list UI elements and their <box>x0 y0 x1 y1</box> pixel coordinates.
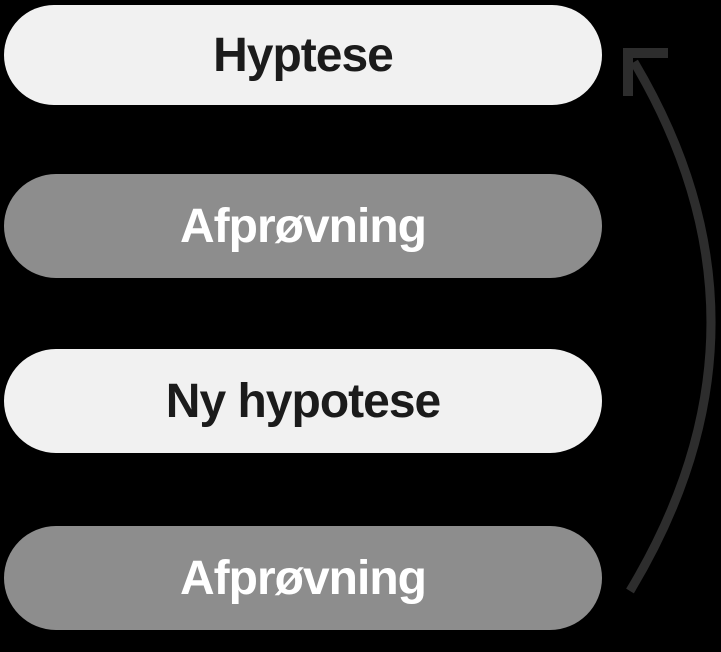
arrow-head <box>623 48 668 96</box>
step-label-testing-2: Afprøvning <box>180 551 427 605</box>
step-label-testing-1: Afprøvning <box>180 199 427 253</box>
step-label-hypothesis: Hyptese <box>213 28 394 82</box>
step-box-testing-1: Afprøvning <box>4 174 602 278</box>
step-label-new-hypothesis: Ny hypotese <box>165 374 441 428</box>
arrow-shaft <box>626 59 716 594</box>
step-box-testing-2: Afprøvning <box>4 526 602 630</box>
step-box-hypothesis: Hyptese <box>4 5 602 105</box>
step-box-new-hypothesis: Ny hypotese <box>4 349 602 453</box>
